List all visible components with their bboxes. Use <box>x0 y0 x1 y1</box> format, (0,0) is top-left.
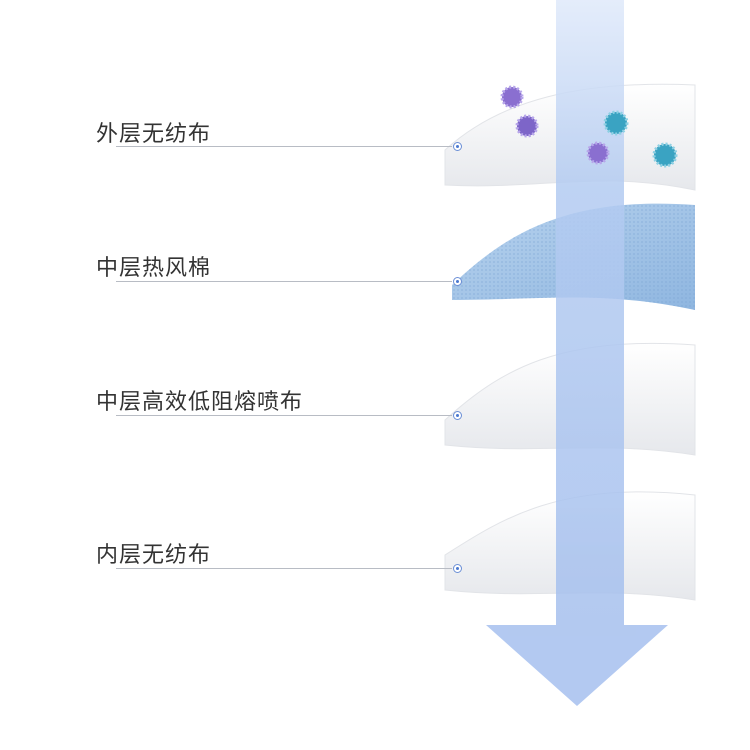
virus-icon <box>515 114 539 138</box>
layer-label-outer: 外层无纺布 <box>96 122 212 147</box>
airflow-arrow <box>486 0 668 706</box>
virus-icon <box>586 141 610 165</box>
arrow-head <box>486 625 668 706</box>
layer-label-hot-air-cotton: 中层热风棉 <box>96 256 212 281</box>
layer-label-meltblown: 中层高效低阻熔喷布 <box>96 390 304 415</box>
arrow-shaft <box>556 0 624 625</box>
leader-line <box>116 415 452 416</box>
marker-dot-icon <box>453 411 462 420</box>
virus-icons <box>500 85 678 168</box>
marker-dot-icon <box>453 564 462 573</box>
virus-icon <box>500 85 524 109</box>
marker-dot-icon <box>453 277 462 286</box>
leader-line <box>116 146 452 147</box>
marker-dot-icon <box>453 142 462 151</box>
virus-icon <box>652 142 678 168</box>
leader-line <box>116 568 452 569</box>
layer-label-inner: 内层无纺布 <box>96 543 212 568</box>
leader-line <box>116 281 452 282</box>
virus-icon <box>603 110 629 136</box>
